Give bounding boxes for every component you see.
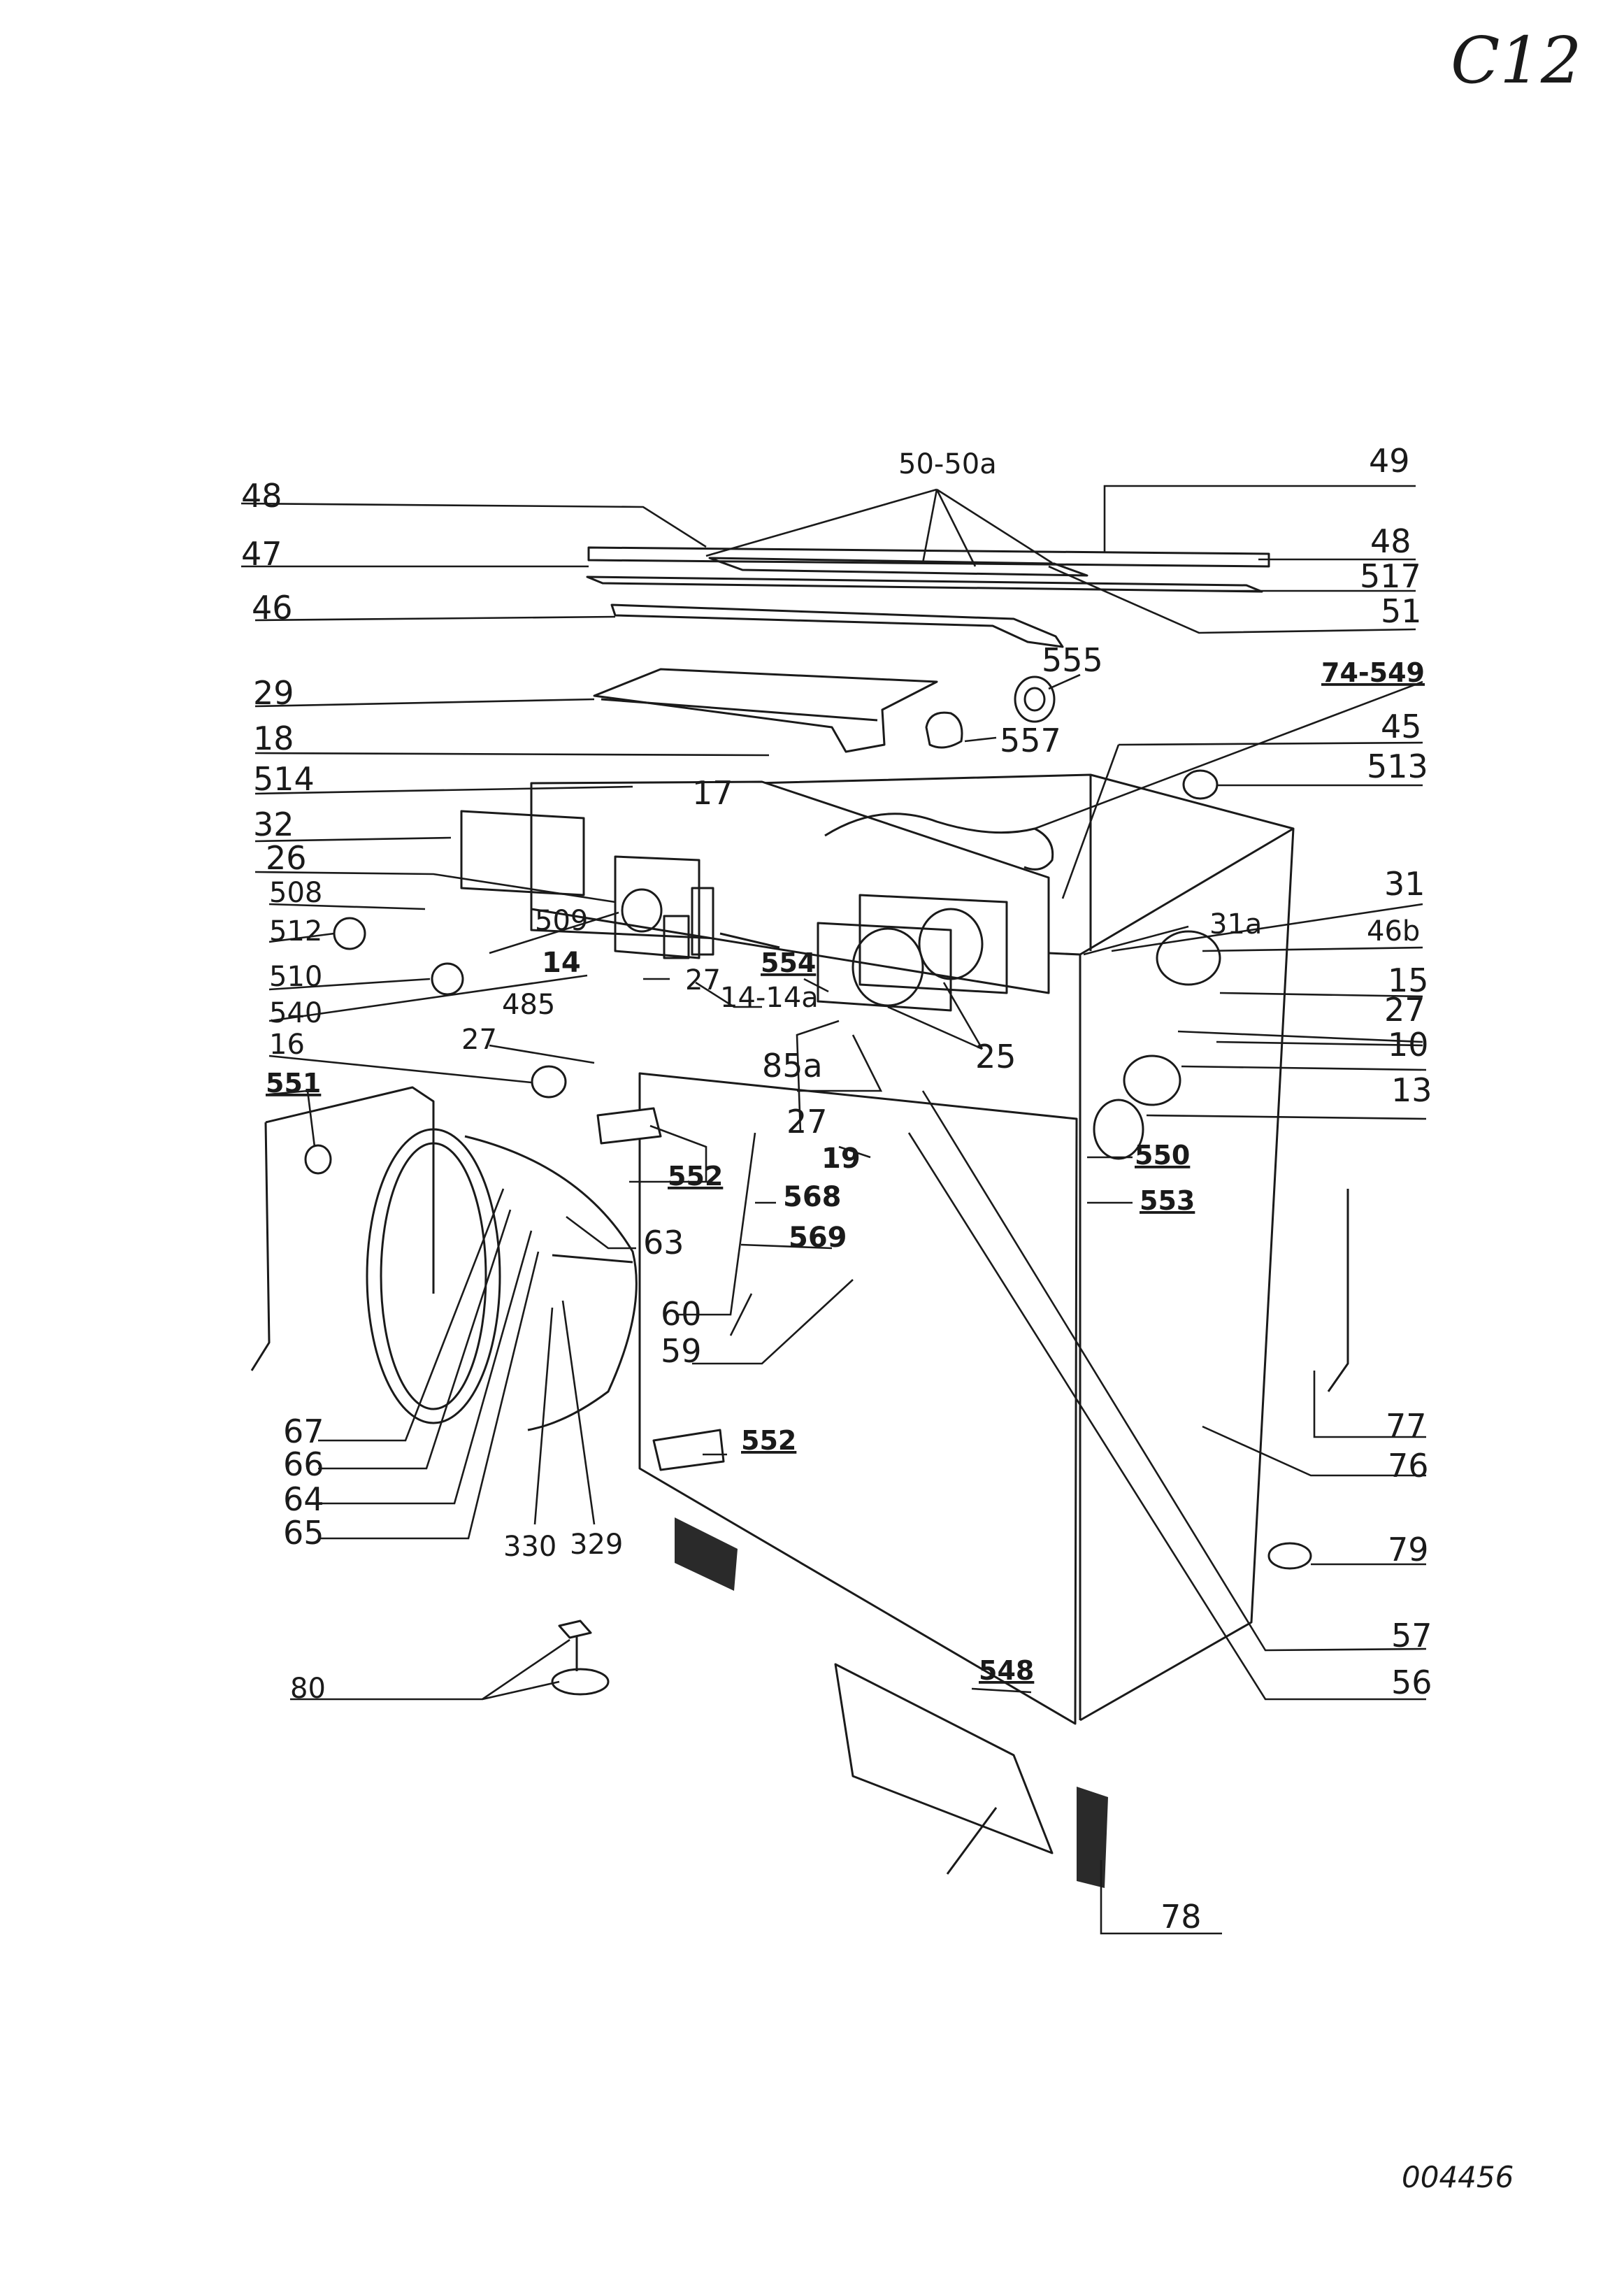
callout-18: 18 bbox=[253, 720, 294, 757]
callout-labels: 50-50a 49 48 47 48 517 46 51 555 29 74-5… bbox=[241, 442, 1432, 1936]
callout-60: 60 bbox=[661, 1295, 702, 1333]
callout-568: 568 bbox=[783, 1181, 842, 1213]
hinge-552-bottom bbox=[652, 1429, 725, 1471]
callout-19: 19 bbox=[821, 1143, 861, 1175]
callout-85a: 85a bbox=[762, 1047, 823, 1085]
callout-45: 45 bbox=[1381, 708, 1422, 745]
callout-540: 540 bbox=[269, 997, 322, 1029]
callout-27-d: 27 bbox=[786, 1103, 828, 1141]
callout-65: 65 bbox=[283, 1514, 324, 1552]
callout-27-b: 27 bbox=[1384, 991, 1425, 1029]
front-panel-76 bbox=[250, 1072, 1078, 1725]
control-panel-frame bbox=[460, 780, 1050, 1012]
rear-pipe-77 bbox=[1327, 1189, 1349, 1392]
screw-bolt bbox=[946, 1807, 998, 1875]
callout-13: 13 bbox=[1391, 1071, 1432, 1109]
callout-14: 14 bbox=[542, 947, 581, 979]
callout-512: 512 bbox=[269, 915, 322, 948]
callout-513: 513 bbox=[1367, 748, 1428, 785]
callout-329: 329 bbox=[570, 1529, 623, 1561]
detergent-drawer-cover bbox=[593, 668, 938, 753]
feet-80 bbox=[551, 1620, 610, 1696]
foot-79 bbox=[1267, 1542, 1312, 1570]
callout-32: 32 bbox=[253, 806, 294, 843]
callout-78: 78 bbox=[1160, 1898, 1202, 1936]
catalog-number: 004456 bbox=[1402, 2160, 1514, 2194]
callout-25: 25 bbox=[975, 1038, 1016, 1075]
callout-57: 57 bbox=[1391, 1617, 1432, 1654]
callout-27-a: 27 bbox=[685, 964, 721, 996]
callout-80: 80 bbox=[290, 1673, 326, 1705]
callout-51: 51 bbox=[1381, 592, 1422, 630]
callout-552-top: 552 bbox=[668, 1161, 723, 1192]
callout-66: 66 bbox=[283, 1445, 324, 1483]
plug-513 bbox=[1182, 769, 1219, 800]
clamp-ring-555 bbox=[1014, 675, 1056, 723]
insulation-sheet bbox=[586, 575, 1263, 593]
callout-46b: 46b bbox=[1367, 915, 1420, 948]
sheet-code: C12 bbox=[1451, 23, 1581, 98]
callout-74-549: 74-549 bbox=[1321, 657, 1425, 688]
top-rail bbox=[610, 603, 1064, 648]
callout-77: 77 bbox=[1386, 1407, 1427, 1445]
callout-17: 17 bbox=[692, 774, 733, 812]
callout-76: 76 bbox=[1388, 1447, 1429, 1485]
callout-508: 508 bbox=[269, 877, 322, 909]
callout-46: 46 bbox=[252, 589, 293, 627]
fill-hose bbox=[824, 813, 1054, 871]
door-assembly bbox=[366, 1128, 638, 1431]
callout-27-c: 27 bbox=[461, 1024, 497, 1056]
callout-59: 59 bbox=[661, 1332, 702, 1370]
callout-553: 553 bbox=[1140, 1185, 1195, 1216]
hose-clip-557 bbox=[925, 711, 963, 749]
callout-550: 550 bbox=[1135, 1140, 1190, 1171]
callout-509: 509 bbox=[535, 905, 588, 937]
callout-29: 29 bbox=[253, 674, 294, 712]
callout-330: 330 bbox=[503, 1531, 556, 1563]
callout-517: 517 bbox=[1360, 557, 1421, 595]
callout-16: 16 bbox=[269, 1029, 305, 1061]
callout-514: 514 bbox=[253, 760, 315, 798]
callout-552-bottom: 552 bbox=[741, 1425, 796, 1456]
callout-555: 555 bbox=[1042, 641, 1103, 679]
callout-554: 554 bbox=[761, 948, 816, 978]
callout-48-left: 48 bbox=[241, 477, 282, 515]
callout-31: 31 bbox=[1384, 865, 1425, 903]
callout-548: 548 bbox=[979, 1655, 1034, 1686]
callout-50-50a: 50-50a bbox=[898, 448, 997, 480]
callout-64: 64 bbox=[283, 1480, 324, 1518]
hinge-552-top bbox=[596, 1107, 662, 1145]
callout-551: 551 bbox=[266, 1068, 321, 1099]
callout-15: 15 bbox=[1388, 961, 1429, 999]
callout-56: 56 bbox=[1391, 1664, 1432, 1701]
callout-510: 510 bbox=[269, 961, 322, 993]
callout-14-14a: 14-14a bbox=[720, 982, 819, 1014]
callout-10: 10 bbox=[1388, 1026, 1429, 1064]
callout-48-right: 48 bbox=[1370, 522, 1411, 560]
callout-67: 67 bbox=[283, 1413, 324, 1450]
callout-569: 569 bbox=[789, 1222, 847, 1254]
callout-26: 26 bbox=[266, 839, 307, 877]
leader-lines bbox=[240, 485, 1427, 1935]
callout-49: 49 bbox=[1369, 442, 1410, 480]
callout-63: 63 bbox=[643, 1224, 684, 1261]
callout-557: 557 bbox=[1000, 722, 1061, 759]
lid-top-panel bbox=[587, 546, 1270, 577]
callout-31a: 31a bbox=[1209, 908, 1262, 941]
kick-grille bbox=[675, 1517, 1108, 1888]
callout-485: 485 bbox=[502, 989, 555, 1021]
callout-47: 47 bbox=[241, 535, 282, 573]
callout-79: 79 bbox=[1388, 1531, 1429, 1568]
